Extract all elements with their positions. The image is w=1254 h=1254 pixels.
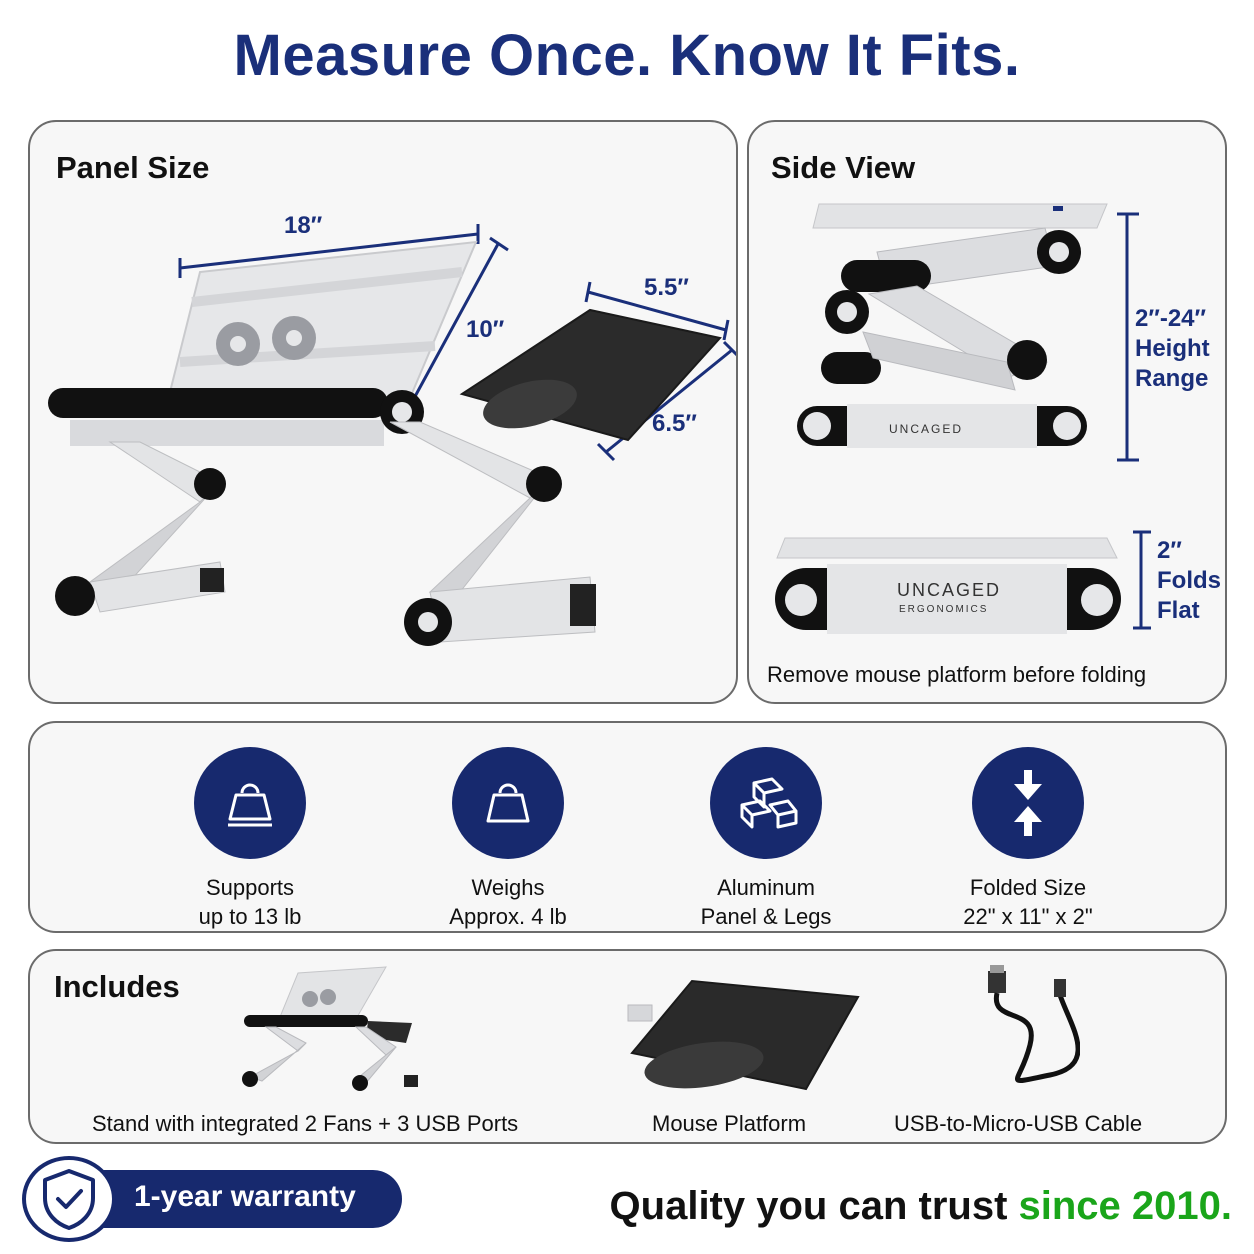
spec-item-capacity: Supports up to 13 lb bbox=[130, 747, 370, 931]
spec-capacity-line2: up to 13 lb bbox=[198, 904, 302, 929]
height-range-label: 2″-24″ Height Range bbox=[1135, 304, 1210, 394]
weight-icon bbox=[452, 747, 564, 859]
spec-capacity-label: Supports up to 13 lb bbox=[130, 873, 370, 931]
brand-text-folded: UNCAGED bbox=[897, 580, 1002, 600]
compress-arrows-icon bbox=[972, 747, 1084, 859]
panel-size-card: Panel Size bbox=[28, 120, 738, 704]
spec-item-folded-size: Folded Size 22" x 11" x 2" bbox=[908, 747, 1148, 931]
aluminum-bars-icon bbox=[710, 747, 822, 859]
quality-text: Quality you can trust bbox=[609, 1184, 1019, 1228]
side-view-title: Side View bbox=[771, 150, 916, 185]
mouse-depth-label: 6.5″ bbox=[652, 410, 697, 437]
panel-depth-label: 10″ bbox=[466, 316, 505, 343]
height-range-line1: Height bbox=[1135, 335, 1210, 362]
spec-weight-line2: Approx. 4 lb bbox=[449, 904, 567, 929]
included-mouse-platform-illustration bbox=[627, 979, 860, 1091]
folds-flat-line2: Flat bbox=[1157, 597, 1200, 624]
spec-item-weight: Weighs Approx. 4 lb bbox=[388, 747, 628, 931]
includes-stand-label: Stand with integrated 2 Fans + 3 USB Por… bbox=[92, 1111, 519, 1136]
spec-material-line2: Panel & Legs bbox=[700, 904, 832, 929]
specs-card: Supports up to 13 lb Weighs Approx. 4 lb bbox=[28, 721, 1227, 933]
quality-since: since 2010. bbox=[1018, 1184, 1233, 1228]
included-usb-cable-illustration bbox=[988, 965, 1080, 1083]
height-range-value: 2″-24″ bbox=[1135, 305, 1207, 332]
folds-flat-bracket bbox=[1133, 530, 1151, 630]
side-view-folded-illustration bbox=[775, 537, 1121, 634]
side-view-expanded-illustration bbox=[797, 203, 1108, 448]
warranty-pill bbox=[62, 1170, 402, 1228]
spec-item-material: Aluminum Panel & Legs bbox=[646, 747, 886, 931]
spec-folded-size-line1: Folded Size bbox=[969, 875, 1087, 900]
spec-capacity-line1: Supports bbox=[205, 875, 295, 900]
side-view-card: Side View UNCAGED 2″-24″ Height Range bbox=[747, 120, 1227, 704]
height-range-line2: Range bbox=[1135, 365, 1209, 392]
includes-cable-label: USB-to-Micro-USB Cable bbox=[894, 1111, 1143, 1136]
brand-text-expanded: UNCAGED bbox=[889, 422, 964, 436]
stand-panel-illustration bbox=[48, 224, 736, 646]
spec-folded-size-label: Folded Size 22" x 11" x 2" bbox=[908, 873, 1148, 931]
spec-folded-size-line2: 22" x 11" x 2" bbox=[963, 904, 1093, 929]
folds-flat-label: 2″ Folds Flat bbox=[1157, 536, 1221, 626]
weight-capacity-icon bbox=[194, 747, 306, 859]
spec-weight-label: Weighs Approx. 4 lb bbox=[388, 873, 628, 931]
included-stand-illustration bbox=[242, 966, 418, 1091]
panel-width-label: 18″ bbox=[284, 212, 323, 239]
page-headline: Measure Once. Know It Fits. bbox=[233, 23, 1021, 88]
includes-card: Includes Stand with integrated 2 Fans + … bbox=[28, 949, 1227, 1144]
folds-flat-value: 2″ bbox=[1157, 537, 1182, 564]
shield-check-icon bbox=[22, 1156, 116, 1242]
spec-material-line1: Aluminum bbox=[717, 875, 815, 900]
height-range-bracket bbox=[1117, 212, 1139, 462]
brand-subtext-folded: ERGONOMICS bbox=[899, 604, 989, 615]
includes-mouse-platform-label: Mouse Platform bbox=[652, 1111, 807, 1136]
spec-weight-line1: Weighs bbox=[471, 875, 545, 900]
panel-size-title: Panel Size bbox=[56, 150, 210, 185]
spec-material-label: Aluminum Panel & Legs bbox=[646, 873, 886, 931]
mouse-width-label: 5.5″ bbox=[644, 274, 689, 301]
folding-caption: Remove mouse platform before folding bbox=[767, 662, 1147, 687]
warranty-badge: 1-year warranty bbox=[22, 1156, 402, 1242]
folds-flat-line1: Folds bbox=[1157, 567, 1221, 594]
quality-tagline: Quality you can trust since 2010. bbox=[610, 1184, 1232, 1229]
includes-title: Includes bbox=[54, 969, 180, 1004]
warranty-text: 1-year warranty bbox=[134, 1180, 356, 1213]
